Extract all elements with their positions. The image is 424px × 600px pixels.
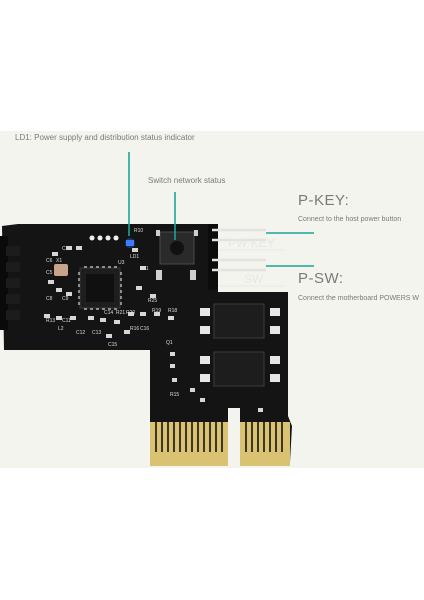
silk-r11: R11: [140, 266, 149, 272]
silk-pw-key: PW KEY: [228, 236, 275, 250]
silk-c8: C8: [46, 296, 53, 302]
silk-x1: X1: [56, 258, 62, 264]
silk-r13: R13: [46, 318, 55, 324]
tactile-switch: [156, 230, 198, 280]
silk-r19: R19: [152, 308, 161, 314]
left-edge-connector: [0, 236, 8, 330]
pin-header: [208, 224, 266, 290]
silk-c11: C11: [62, 318, 71, 324]
smd-components: [44, 246, 263, 412]
silk-r18: R18: [168, 308, 177, 314]
silk-l2: L2: [58, 326, 64, 332]
silk-r20: R20: [126, 310, 135, 316]
silk-r10: R10: [134, 228, 143, 234]
annotation-pointers: [128, 152, 314, 267]
silk-r21: R21: [116, 310, 125, 316]
via-holes: [89, 235, 119, 241]
silk-c16: C16: [140, 326, 149, 332]
switch-annotation: Switch network status: [148, 176, 226, 185]
silk-ld1: LD1: [130, 254, 139, 260]
psw-description: Connect the motherboard POWERS W: [298, 295, 419, 302]
silk-r15: R15: [170, 392, 179, 398]
silk-c13: C13: [92, 330, 101, 336]
silk-r25: R25: [148, 298, 157, 304]
silk-c12: C12: [76, 330, 85, 336]
silk-c5: C5: [46, 270, 53, 276]
silk-r16: R16: [130, 326, 139, 332]
mcu-chip: [78, 266, 122, 310]
mosfet-lower: [200, 351, 280, 387]
pcb-board: [2, 224, 292, 462]
silk-q1: Q1: [166, 340, 173, 346]
pcie-gold-fingers: [150, 422, 290, 466]
pkey-title: P-KEY:: [298, 192, 350, 209]
silk-c10: C10: [62, 246, 71, 252]
silk-c6: C6: [46, 258, 53, 264]
pkey-description: Connect to the host power button: [298, 216, 402, 223]
led-ld1: [125, 238, 135, 248]
pcie-notch: [228, 408, 240, 468]
silk-u3: U3: [118, 260, 125, 266]
psw-title: P-SW:: [298, 270, 344, 287]
silk-c9: C9: [62, 296, 69, 302]
mosfet-upper: [200, 303, 280, 339]
silk-c14: C14: [104, 310, 113, 316]
ld1-annotation: LD1: Power supply and distribution statu…: [15, 133, 195, 142]
silk-sw: SW: [244, 272, 264, 286]
silk-c15: C15: [108, 342, 117, 348]
crystal: [54, 264, 68, 276]
